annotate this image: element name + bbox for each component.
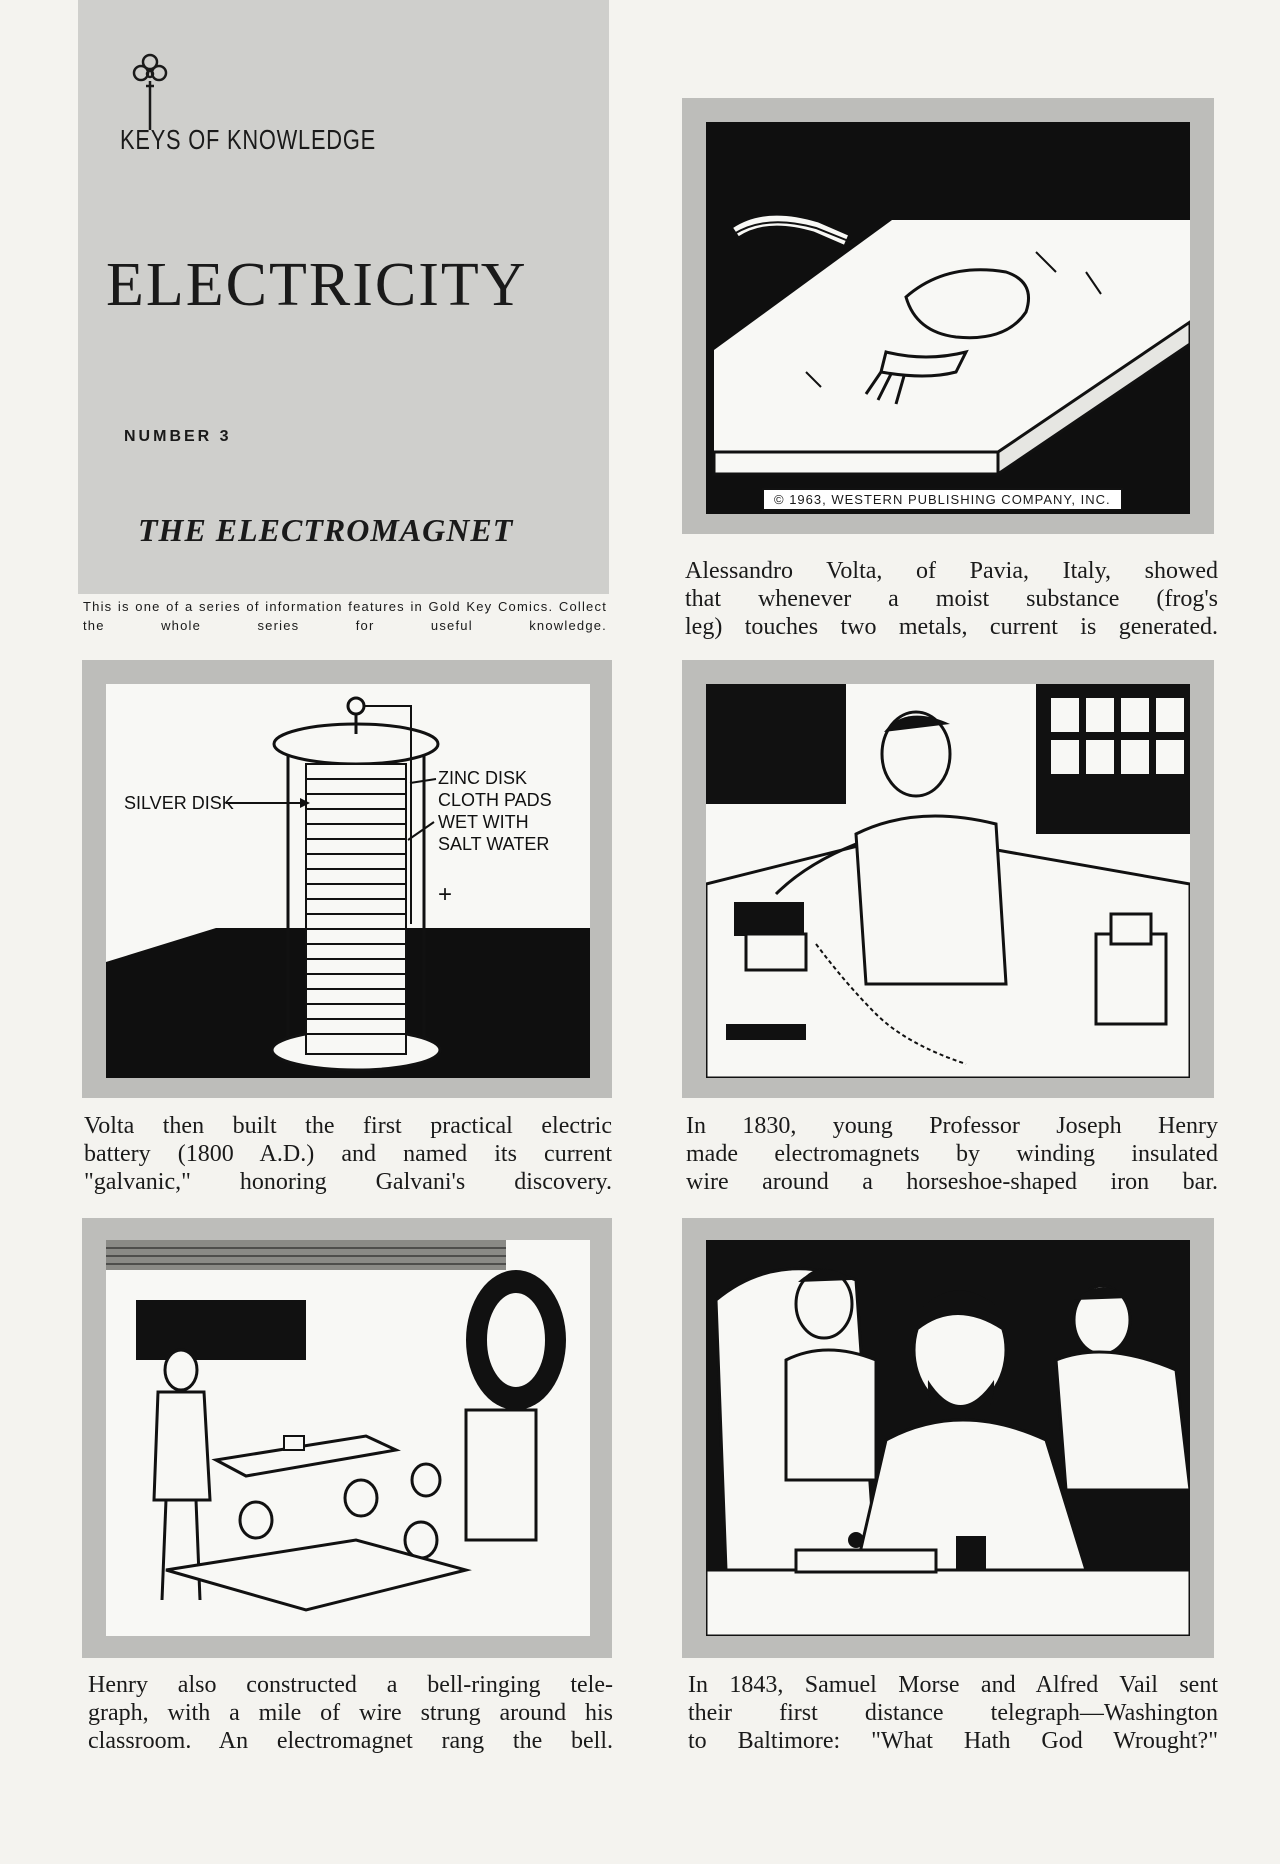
voltaic-pile-diagram: SILVER DISK ZINC DISK CLOTH PADS WET WIT… xyxy=(106,684,590,1078)
label-wet-with: WET WITH xyxy=(438,812,529,832)
caption-line: In 1830, young Professor Joseph Henry xyxy=(686,1113,1218,1139)
caption-line: In 1843, Samuel Morse and Alfred Vail se… xyxy=(688,1672,1218,1698)
caption-volta-battery: Volta then built the first practical ele… xyxy=(84,1112,612,1196)
caption-line: classroom. An electromagnet rang the bel… xyxy=(88,1728,613,1754)
key-logo-icon xyxy=(132,53,168,130)
feature-subtitle: THE ELECTROMAGNET xyxy=(138,512,514,548)
joseph-henry-illustration xyxy=(706,684,1190,1078)
page-title: ELECTRICITY xyxy=(106,251,528,319)
caption-line: Volta then built the first practical ele… xyxy=(84,1113,612,1139)
caption-line: wire around a horseshoe-shaped iron bar. xyxy=(686,1169,1218,1195)
series-note: This is one of a series of information f… xyxy=(83,599,607,633)
label-silver-disk: SILVER DISK xyxy=(124,793,234,813)
label-plus: + xyxy=(438,881,452,908)
series-name: KEYS OF KNOWLEDGE xyxy=(120,124,376,155)
label-salt-water: SALT WATER xyxy=(438,834,549,854)
title-block xyxy=(78,0,609,594)
label-cloth-pads: CLOTH PADS xyxy=(438,790,552,810)
copyright-notice: © 1963, WESTERN PUBLISHING COMPANY, INC. xyxy=(762,488,1123,511)
frog-leg-illustration xyxy=(706,122,1190,514)
caption-line: their first distance telegraph—Washingto… xyxy=(688,1700,1218,1726)
morse-telegraph-illustration xyxy=(706,1240,1190,1636)
caption-line: graph, with a mile of wire strung around… xyxy=(88,1700,613,1726)
caption-volta-frog: Alessandro Volta, of Pavia, Italy, showe… xyxy=(685,557,1218,641)
issue-number: NUMBER 3 xyxy=(124,428,232,445)
caption-line: Alessandro Volta, of Pavia, Italy, showe… xyxy=(685,558,1218,584)
caption-line: battery (1800 A.D.) and named its curren… xyxy=(84,1141,612,1167)
caption-line: that whenever a moist substance (frog's xyxy=(685,586,1218,612)
caption-line: Henry also constructed a bell-ringing te… xyxy=(88,1672,613,1698)
caption-line: to Baltimore: "What Hath God Wrought?" xyxy=(688,1728,1218,1754)
caption-henry-telegraph: Henry also constructed a bell-ringing te… xyxy=(88,1671,613,1755)
caption-morse-vail: In 1843, Samuel Morse and Alfred Vail se… xyxy=(688,1671,1218,1755)
label-minus: – xyxy=(440,911,454,938)
caption-line: made electromagnets by winding insulated xyxy=(686,1141,1218,1167)
caption-joseph-henry: In 1830, young Professor Joseph Henry ma… xyxy=(686,1112,1218,1196)
caption-line: leg) touches two metals, current is gene… xyxy=(685,614,1218,640)
label-zinc-disk: ZINC DISK xyxy=(438,768,527,788)
caption-line: "galvanic," honoring Galvani's discovery… xyxy=(84,1169,612,1195)
classroom-telegraph-illustration xyxy=(106,1240,590,1636)
